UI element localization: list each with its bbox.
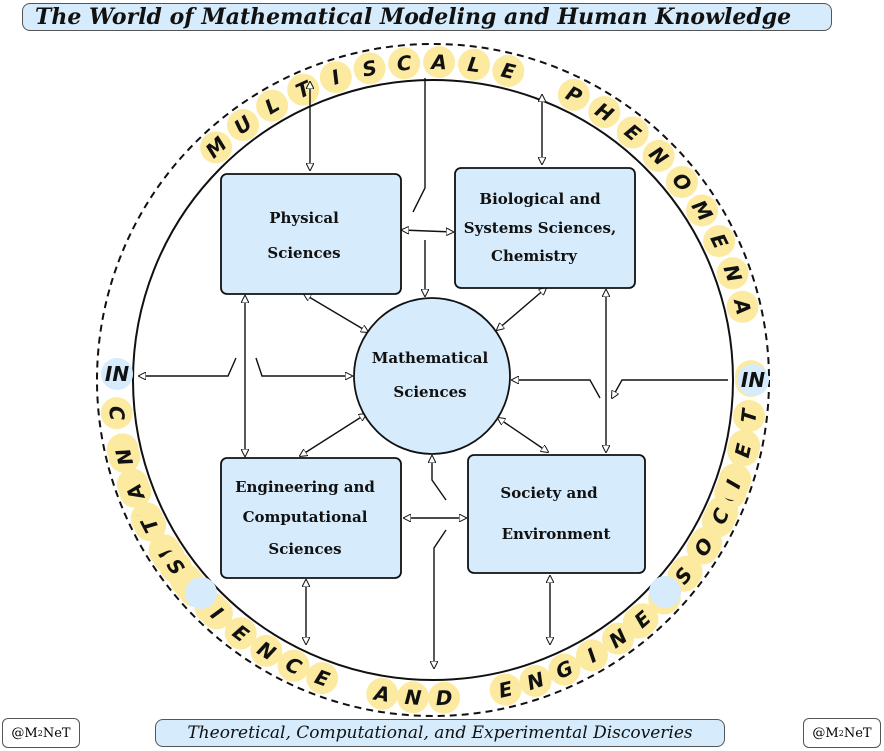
footer-caption: Theoretical, Computational, and Experime… [155, 719, 725, 747]
ring-society-bubble [733, 400, 765, 432]
badge-suffix: NeT [843, 725, 872, 741]
biological-line2: Systems Sciences, [464, 219, 616, 237]
ring-in-left-label: IN [105, 362, 129, 386]
ring-bottom-bubble [576, 639, 608, 672]
ring-left-bubble [100, 397, 133, 430]
ring-top-bubble [665, 166, 698, 198]
ring-top-bubble [703, 225, 736, 258]
badge-sup: 2 [37, 728, 43, 738]
ring-society-bubble [704, 500, 737, 533]
ring-bottom-bubble [366, 677, 399, 710]
physical-line2: Sciences [267, 244, 340, 262]
footer-text: Theoretical, Computational, and Experime… [187, 723, 693, 743]
engineering-line1: Engineering and [235, 478, 375, 496]
ring-top-letter: L [466, 52, 482, 77]
ring-society-bubble [687, 531, 720, 564]
badge-suffix: NeT [42, 725, 71, 741]
box-physical-sciences: Physical Sciences [220, 173, 402, 295]
ring-top-letter: A [729, 295, 756, 318]
ring-top-bubble [388, 47, 421, 80]
badge-prefix: @M [11, 725, 38, 741]
ring-bottom-bubble [428, 681, 461, 714]
ring-top-bubble [726, 290, 759, 323]
ring-blank-bubble [185, 577, 217, 609]
engineering-line2: Computational [243, 508, 368, 526]
ring-bottom-bubble [626, 603, 659, 636]
badge-prefix: @M [812, 725, 839, 741]
ring-bottom-letter: N [404, 685, 422, 710]
ring-bottom-bubble [548, 653, 581, 686]
ring-nature-bubble [108, 440, 141, 473]
box-society-environment: Society and Environment [467, 454, 646, 574]
ring-blank-bubble [649, 576, 681, 608]
ring-bottom-bubble [519, 665, 552, 697]
ring-society-bubble [727, 434, 760, 467]
ring-top-letter: S [360, 55, 379, 81]
ring-nature-letter: N [111, 446, 138, 468]
engineering-line3: Sciences [268, 540, 341, 558]
ring-society-bubble [717, 468, 750, 501]
ring-bottom-bubble [224, 617, 257, 650]
ring-top-bubble [353, 52, 386, 85]
ring-bottom-bubble [602, 622, 635, 655]
ring-top-letter: A [429, 50, 447, 74]
badge-sup: 2 [838, 728, 844, 738]
ring-bottom-bubble [159, 550, 192, 583]
society-line1: Society and [500, 484, 598, 502]
ring-top-letter: E [499, 58, 518, 85]
ring-bottom-bubble [489, 673, 522, 706]
connector-lines [139, 78, 728, 668]
ring-bottom-letter: A [371, 680, 392, 706]
ring-bottom-letter: N [524, 667, 548, 695]
biological-line1: Biological and [479, 190, 601, 208]
diagram-title: The World of Mathematical Modeling and H… [22, 3, 832, 31]
ring-top-bubble [642, 139, 675, 172]
ring-bottom-letter: E [496, 676, 515, 703]
ring-nature-bubble [134, 509, 167, 542]
ring-letters: MULTISCALEPHENOMENA&SYSTEMSCOUPLEDNATURE… [100, 46, 769, 714]
center-line2: Sciences [393, 383, 466, 401]
ring-top-bubble [686, 194, 719, 227]
ring-bottom-bubble [306, 662, 339, 695]
center-mathematical-sciences: Mathematical Sciences [353, 297, 511, 455]
ring-bottom-bubble [397, 681, 429, 714]
ring-top-bubble [227, 109, 259, 141]
ring-top-bubble [616, 116, 649, 149]
biological-line3: Chemistry [491, 247, 578, 265]
center-line1: Mathematical [372, 349, 489, 367]
ring-in-right-bubble [737, 364, 769, 396]
ring-society-letter: T [736, 407, 762, 425]
ring-top-bubble [319, 61, 352, 94]
physical-line1: Physical [269, 209, 339, 227]
society-line2: Environment [502, 525, 611, 543]
ring-top-bubble [716, 257, 749, 290]
inner-circle [132, 79, 734, 681]
ring-top-bubble [423, 46, 456, 79]
ring-bottom-bubble [250, 634, 283, 667]
ring-nature-bubble [119, 475, 152, 508]
ring-top-bubble [588, 96, 621, 129]
ring-in-left-bubble [101, 358, 133, 390]
box-biological-sciences: Biological and Systems Sciences, Chemist… [454, 167, 636, 289]
ring-top-letter: C [396, 51, 413, 76]
ring-top-bubble [200, 131, 233, 164]
ring-in-right-label: IN [741, 368, 765, 392]
ring-left-letter: C [104, 405, 129, 422]
ring-bottom-bubble [277, 649, 310, 682]
ring-top-bubble [458, 48, 490, 81]
ring-bottom-letter: D [435, 686, 452, 711]
box-engineering-sciences: Engineering and Computational Sciences [220, 457, 402, 579]
title-text: The World of Mathematical Modeling and H… [35, 4, 792, 30]
ring-top-bubble [492, 55, 525, 87]
ring-society-letter: E [730, 441, 757, 460]
ring-top-bubble [557, 78, 590, 111]
ring-top-bubble [256, 89, 289, 122]
